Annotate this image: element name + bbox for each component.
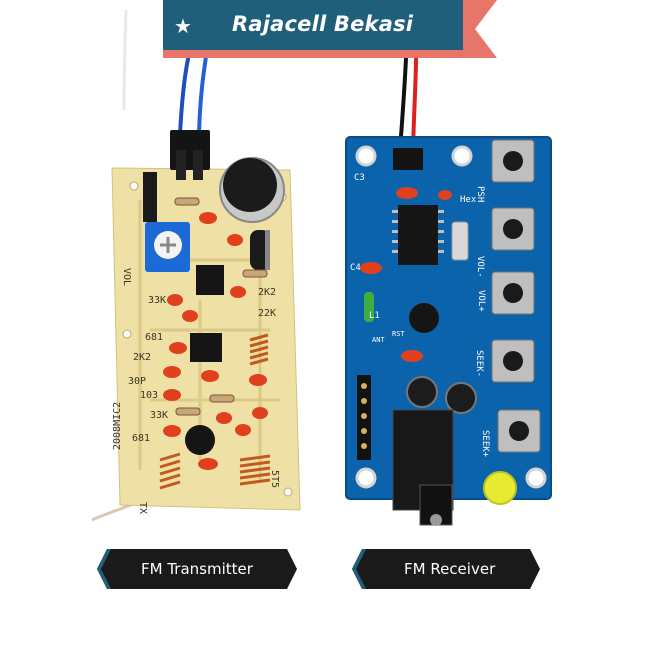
svg-text:681: 681 xyxy=(132,433,150,444)
svg-text:22K: 22K xyxy=(258,308,276,319)
svg-text:681: 681 xyxy=(145,332,163,343)
fm-transmitter-board: 2008MIC2 VOL 33K 681 2K2 30P 103 33K 681… xyxy=(111,130,301,514)
svg-text:33K: 33K xyxy=(148,295,166,306)
tx-marking-model: 2008MIC2 xyxy=(112,402,123,450)
svg-text:33K: 33K xyxy=(150,410,168,421)
svg-text:L1: L1 xyxy=(369,311,380,321)
svg-text:ANT: ANT xyxy=(372,336,385,344)
svg-text:Hex: Hex xyxy=(460,195,477,205)
svg-text:PSH: PSH xyxy=(475,186,485,202)
svg-text:VOL+: VOL+ xyxy=(476,290,486,312)
svg-text:VOL: VOL xyxy=(121,268,132,286)
transmitter-label: FM Transmitter xyxy=(141,560,253,578)
svg-text:SEEK-: SEEK- xyxy=(474,350,484,377)
svg-text:2K2: 2K2 xyxy=(258,287,276,298)
svg-text:RST: RST xyxy=(392,330,405,338)
svg-text:5T5: 5T5 xyxy=(269,470,280,488)
svg-text:C4: C4 xyxy=(350,263,361,273)
shop-name: Rajacell Bekasi xyxy=(232,12,414,36)
receiver-label: FM Receiver xyxy=(404,560,496,578)
svg-text:TX: TX xyxy=(137,502,148,514)
receiver-label-bg xyxy=(352,549,540,589)
shop-banner xyxy=(163,0,497,58)
svg-text:C3: C3 xyxy=(354,173,365,183)
star-icon: ★ xyxy=(174,14,192,38)
svg-text:VOL-: VOL- xyxy=(475,256,485,278)
receiver-push-buttons xyxy=(491,139,541,453)
transmitter-label-bg xyxy=(97,549,297,589)
fm-receiver-board: C3 C4 L1 ANT Hex PSH VOL- VOL+ SEEK- SEE… xyxy=(345,136,552,526)
svg-text:30P: 30P xyxy=(128,376,146,387)
svg-text:2K2: 2K2 xyxy=(133,352,151,363)
svg-text:SEEK+: SEEK+ xyxy=(480,430,490,458)
svg-text:103: 103 xyxy=(140,390,158,401)
